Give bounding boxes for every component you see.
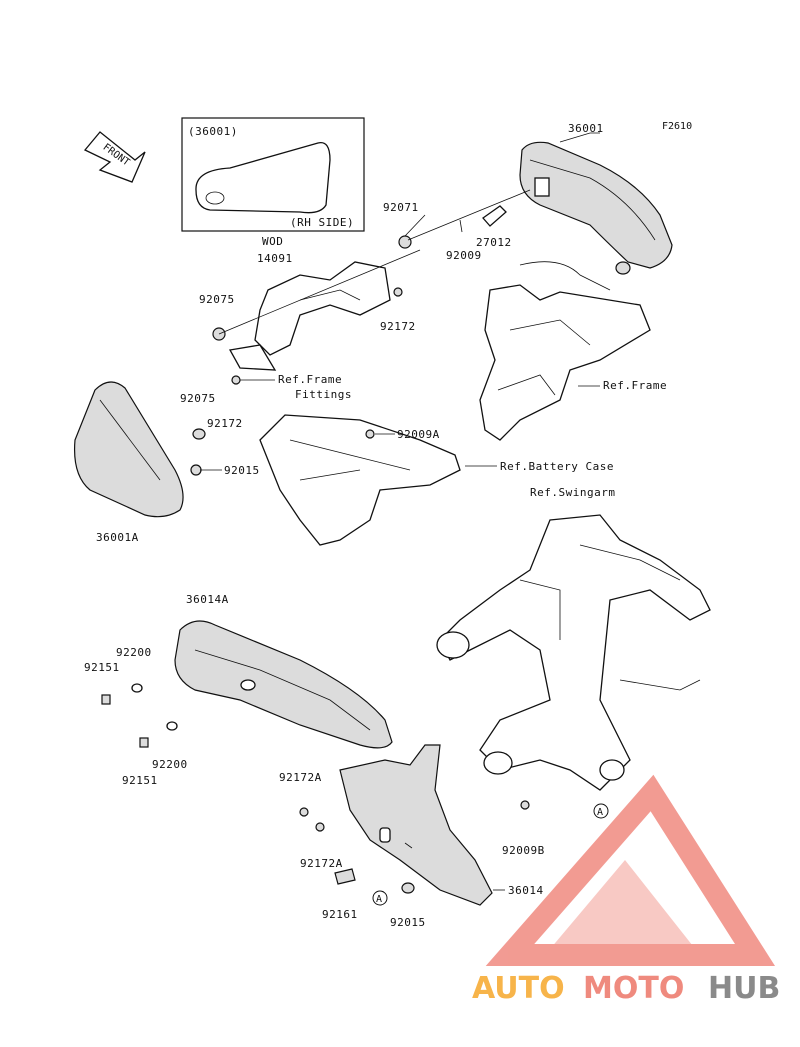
- label-ref-frame-fittings-2: Fittings: [295, 388, 352, 401]
- inset-box: (36001) (RH SIDE): [181, 117, 365, 232]
- bolt-92172-top: [393, 287, 403, 297]
- label-ref-battery-case: Ref.Battery Case: [500, 460, 614, 473]
- label-92075-mid: 92075: [180, 392, 216, 405]
- bolt-92009B: [520, 800, 530, 810]
- label-92172-top: 92172: [380, 320, 416, 333]
- label-14091: 14091: [257, 252, 293, 265]
- bolt-92151-b: [139, 737, 149, 748]
- bolt-92172-mid: [231, 375, 241, 385]
- label-92015-bottom: 92015: [390, 916, 426, 929]
- label-36001A: 36001A: [96, 531, 139, 544]
- grommet-92075-mid: [192, 428, 206, 440]
- watermark-text: AUTO MOTO HUB: [472, 971, 780, 1006]
- label-92200-b: 92200: [152, 758, 188, 771]
- label-ref-swingarm: Ref.Swingarm: [530, 486, 615, 499]
- figure-code: F2610: [662, 121, 692, 132]
- label-92075-left: 92075: [199, 293, 235, 306]
- watermark-text-moto: MOTO: [583, 971, 684, 1006]
- label-ref-a-2: A: [376, 894, 382, 905]
- grommet-92075-right: [615, 261, 631, 275]
- label-36014A: 36014A: [186, 593, 229, 606]
- grommet-92071: [398, 235, 412, 249]
- bolt-92009A: [365, 429, 375, 439]
- label-92009B: 92009B: [502, 844, 545, 857]
- label-92015-top: 92015: [224, 464, 260, 477]
- label-92151-b: 92151: [122, 774, 158, 787]
- label-92151-a: 92151: [84, 661, 120, 674]
- washer-92200-b: [166, 721, 178, 731]
- label-92009A: 92009A: [397, 428, 440, 441]
- swingarm: [436, 514, 711, 791]
- bracket-14091: [228, 261, 391, 371]
- label-ref-a-1: A: [597, 807, 603, 818]
- label-92071: 92071: [383, 201, 419, 214]
- bracket-27012: [482, 205, 507, 227]
- label-92172-mid: 92172: [207, 417, 243, 430]
- label-92172A-a: 92172A: [279, 771, 322, 784]
- pad-92161: [334, 868, 356, 885]
- side-cover-36001A: [73, 381, 184, 518]
- label-36014: 36014: [508, 884, 544, 897]
- ref-marker-a-1: [593, 803, 609, 819]
- note-wod: WOD: [262, 235, 283, 248]
- label-36001: 36001: [568, 122, 604, 135]
- ref-marker-a-2: [372, 890, 388, 906]
- bolt-92172A-a: [299, 807, 309, 817]
- chain-cover-36014A: [174, 620, 393, 749]
- label-92172A-b: 92172A: [300, 857, 343, 870]
- watermark-logo: [485, 774, 776, 966]
- label-27012: 27012: [476, 236, 512, 249]
- label-ref-frame-fittings-1: Ref.Frame: [278, 373, 342, 386]
- battery-case-bracket: [259, 414, 461, 546]
- watermark-text-hub: HUB: [708, 971, 780, 1006]
- bolt-92172A-b: [315, 822, 325, 832]
- collar-92015-bottom: [401, 882, 415, 894]
- front-arrow-icon: FRONT: [83, 131, 146, 183]
- label-92200-a: 92200: [116, 646, 152, 659]
- watermark-text-auto: AUTO: [472, 971, 565, 1006]
- inset-side-label: (RH SIDE): [290, 216, 354, 229]
- chain-cover-36014: [339, 744, 493, 906]
- collar-92015-top: [190, 464, 202, 476]
- frame-section: [479, 261, 651, 441]
- label-ref-frame: Ref.Frame: [603, 379, 667, 392]
- label-92161: 92161: [322, 908, 358, 921]
- label-92009: 92009: [446, 249, 482, 262]
- side-cover-36001: [519, 141, 673, 269]
- washer-92200-a: [131, 683, 143, 693]
- inset-part-label: (36001): [188, 125, 238, 138]
- bolt-92151-a: [101, 694, 111, 705]
